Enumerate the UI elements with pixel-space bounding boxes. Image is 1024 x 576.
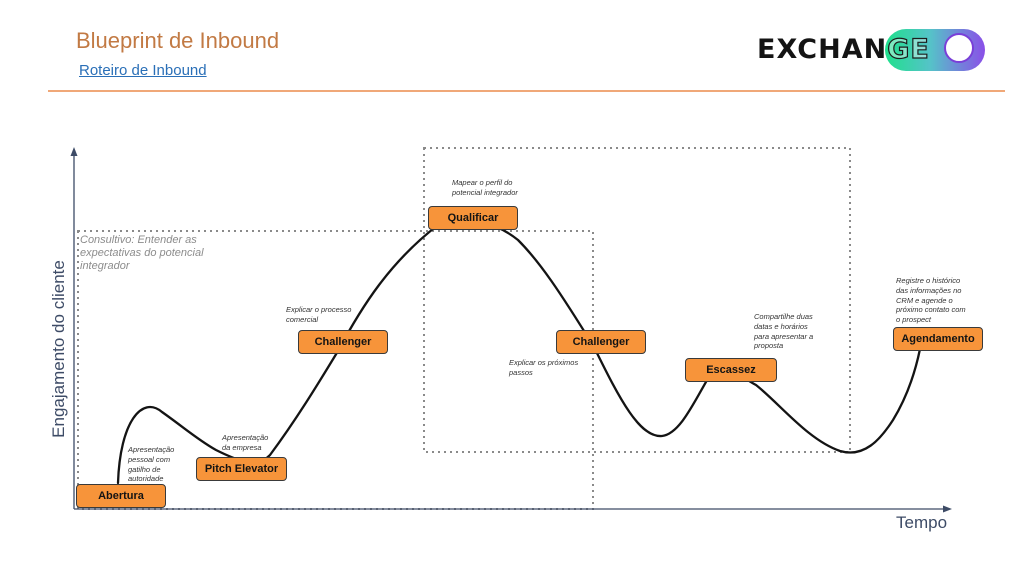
engagement-curve [116, 218, 922, 485]
stage-pitch-elevator[interactable]: Pitch Elevator [196, 457, 287, 481]
logo-toggle-knob [944, 33, 974, 63]
page-title: Blueprint de Inbound [76, 28, 280, 53]
stage-agendamento[interactable]: Agendamento [893, 327, 983, 351]
qualificacao-region-border [423, 147, 851, 453]
header-divider [48, 90, 1005, 92]
logo-text-tail: GE [887, 33, 930, 65]
x-axis-arrow [943, 505, 952, 513]
note-mapear-perfil: Mapear o perfil do potencial integrador [452, 178, 518, 197]
stage-challenger-2[interactable]: Challenger [556, 330, 646, 354]
note-registre-historico: Registre o histórico das informações no … [896, 276, 966, 324]
note-apresentacao-empresa: Apresentação da empresa [222, 433, 269, 452]
note-explicar-processo: Explicar o processo comercial [286, 305, 352, 324]
note-compartilhe-datas: Compartilhe duas datas e horários para a… [754, 312, 814, 351]
stage-qualificar[interactable]: Qualificar [428, 206, 518, 230]
logo-text-main: EXCHAN [757, 34, 888, 65]
logo-text: EXCHANGE [757, 33, 930, 65]
stage-challenger-1[interactable]: Challenger [298, 330, 388, 354]
axes [70, 147, 952, 513]
stage-escassez[interactable]: Escassez [685, 358, 777, 382]
consultivo-label: Consultivo: Entender as expectativas do … [80, 234, 204, 273]
note-explicar-proximos: Explicar os próximos passos [509, 358, 579, 377]
exchange-logo: EXCHANGE [757, 27, 989, 73]
x-axis-label: Tempo [896, 513, 948, 532]
roteiro-link[interactable]: Roteiro de Inbound [79, 62, 207, 79]
y-axis-arrow [70, 147, 78, 156]
note-apresentacao-pessoal: Apresentação pessoal com gatilho de auto… [128, 445, 175, 484]
stage-abertura[interactable]: Abertura [76, 484, 166, 508]
qualificacao-region [423, 147, 851, 453]
y-axis-label: Engajamento do cliente [49, 260, 68, 438]
